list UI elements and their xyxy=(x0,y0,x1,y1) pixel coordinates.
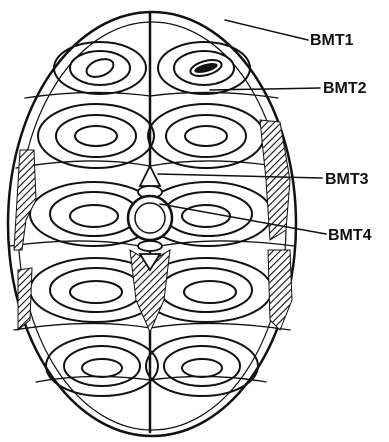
label-bmt4: BMT4 xyxy=(328,227,372,244)
label-bmt2: BMT2 xyxy=(323,80,367,97)
label-bmt3: BMT3 xyxy=(325,171,369,188)
label-bmt1: BMT1 xyxy=(310,32,354,49)
